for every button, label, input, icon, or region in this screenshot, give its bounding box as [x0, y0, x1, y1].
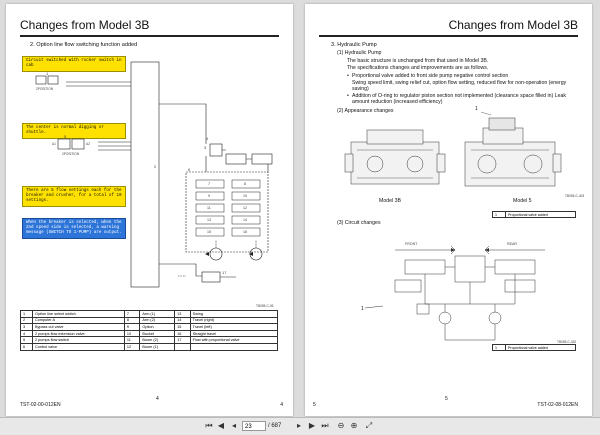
next-page-icon[interactable]: ▶ [308, 421, 316, 430]
valve-block: 10 [243, 194, 247, 198]
callout-center-normal: The center is normal digging or shuttle. [22, 123, 126, 139]
last-page-icon[interactable]: ⏭ [321, 421, 329, 430]
page-number-corner: 4 [280, 402, 283, 408]
header-rule [20, 35, 279, 37]
circuit-label-front: FRONT [405, 242, 418, 246]
callout-number: 1 [475, 106, 478, 112]
page-header: Changes from Model 3B [20, 18, 150, 32]
page-number: 5 [445, 396, 448, 402]
paragraph: The specifications changes and improveme… [347, 65, 489, 71]
valve-block: 7 [208, 182, 210, 186]
bullet-item: Proportional valve added to front side p… [352, 73, 509, 79]
fullscreen-icon[interactable]: ⤢ [365, 421, 373, 430]
bullet-item: Swing speed limit, swing relief cut, opt… [352, 80, 567, 93]
footer-doc-code: TST-02-08-012EN [537, 402, 578, 408]
first-page-icon[interactable]: ⏮ [205, 421, 213, 430]
header-rule [319, 35, 578, 37]
previous-page-icon[interactable]: ◀ [217, 421, 225, 430]
previous-page-icon[interactable]: ◂ [231, 421, 236, 430]
image-code: TB055-C-432 [557, 340, 577, 344]
page-number-input[interactable]: 23 [242, 421, 266, 431]
callout-breaker-warning: When the breaker is selected, when the 2… [22, 218, 126, 239]
diagram-code: TB055-C-06 [256, 304, 274, 308]
diagram-num-1: 1 [46, 71, 49, 76]
diagram-num-17: 17 [222, 270, 227, 275]
circuit-label-rear: REAR [507, 242, 517, 246]
position-label-1: 2POSITION [36, 87, 54, 91]
subsection-title: (1) Hydraulic Pump [337, 50, 382, 56]
section-title: 3. Hydraulic Pump [331, 42, 377, 48]
diagram-num-3: 3 [204, 145, 207, 150]
diagram-num-6: 6 [188, 167, 191, 172]
valve-block: 9 [208, 194, 210, 198]
zoom-out-icon[interactable]: ⊖ [337, 421, 345, 430]
valve-block: 16 [243, 230, 247, 234]
diagram-num-2: 2 [154, 164, 157, 169]
page-number-corner: 5 [313, 402, 316, 408]
zoom-in-icon[interactable]: ⊕ [350, 421, 358, 430]
valve-block: 13 [207, 218, 211, 222]
bullet-item: Addition of O-ring to regulator piston s… [352, 93, 566, 106]
callout-number: 1 [361, 306, 364, 312]
footer-doc-code: TST-02-00-012EN [20, 402, 61, 408]
label-a2: A2 [86, 142, 90, 146]
model-label: Model 3B [379, 198, 401, 204]
model-label: Model 5 [513, 198, 532, 204]
paragraph: The basic structure is unchanged from th… [347, 58, 489, 64]
next-page-icon[interactable]: ▸ [296, 421, 301, 430]
valve-block: 12 [243, 206, 247, 210]
valve-block: 14 [243, 218, 247, 222]
diagram-num-4: 4 [206, 136, 209, 141]
subsection-title: (2) Appearance changes [337, 108, 394, 114]
valve-block: 8 [244, 182, 246, 186]
pump-appearance-drawing [344, 111, 562, 341]
viewer-toolbar: ⏮ ◀ ◂ 23 / 687 ▸ ▶ ⏭ ⊖ ⊕ ⤢ [0, 417, 600, 435]
page-number: 4 [156, 396, 159, 402]
image-code: TB055-C-403 [565, 194, 585, 198]
bullet-marker: • [347, 93, 349, 99]
page-count: / 687 [268, 423, 282, 429]
bullet-marker: • [347, 73, 349, 79]
section-title: 2. Option line flow switching function a… [30, 42, 138, 48]
right-page: Changes from Model 3B 3. Hydraulic Pump … [305, 4, 592, 416]
valve-block: 11 [207, 206, 211, 210]
subsection-title: (3) Circuit changes [337, 220, 381, 226]
label-a1: A1 [52, 142, 56, 146]
callout-flow-settings: There are 5 flow settings each for the b… [22, 186, 126, 207]
diagram-num-5: 5 [64, 134, 67, 139]
position-label-2: 2POSITION [62, 152, 80, 156]
callout-rocker-switch: Circuit switched with rocker switch in c… [22, 56, 126, 72]
hydraulic-circuit-diagram [35, 61, 273, 288]
page-header: Changes from Model 3B [448, 18, 578, 32]
left-page: Changes from Model 3B 2. Option line flo… [6, 4, 293, 416]
valve-block: 15 [207, 230, 211, 234]
